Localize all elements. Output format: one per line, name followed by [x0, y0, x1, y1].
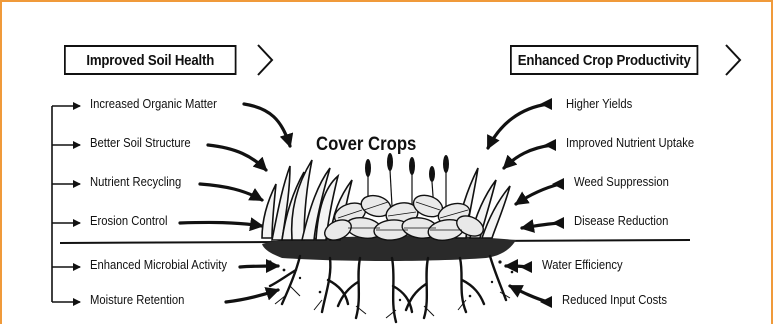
benefit-soil-structure: Better Soil Structure — [90, 136, 191, 150]
cover-crops-title: Cover Crops — [316, 134, 416, 156]
benefit-nutrient-recycling: Nutrient Recycling — [90, 175, 181, 189]
roots — [270, 256, 506, 322]
header-right-notch — [726, 45, 740, 75]
soil-health-header: Improved Soil Health — [64, 45, 236, 75]
crop-productivity-header: Enhanced Crop Productivity — [510, 45, 698, 75]
benefit-nutrient-uptake: Improved Nutrient Uptake — [566, 136, 694, 150]
benefit-moisture-retention: Moisture Retention — [90, 293, 184, 307]
benefit-erosion-control: Erosion Control — [90, 214, 168, 228]
right-label-arrowheads — [520, 98, 564, 308]
benefit-disease-reduction: Disease Reduction — [574, 214, 668, 228]
benefit-higher-yields: Higher Yields — [566, 97, 632, 111]
left-bracket — [52, 106, 80, 302]
benefit-microbial-activity: Enhanced Microbial Activity — [90, 258, 227, 272]
header-left-notch — [258, 45, 272, 75]
grain-heads — [365, 153, 449, 182]
benefit-organic-matter: Increased Organic Matter — [90, 97, 217, 111]
benefit-reduced-input-costs: Reduced Input Costs — [562, 293, 667, 307]
benefit-water-efficiency: Water Efficiency — [542, 258, 623, 272]
soil-specks — [268, 260, 513, 301]
benefit-weed-suppression: Weed Suppression — [574, 175, 669, 189]
